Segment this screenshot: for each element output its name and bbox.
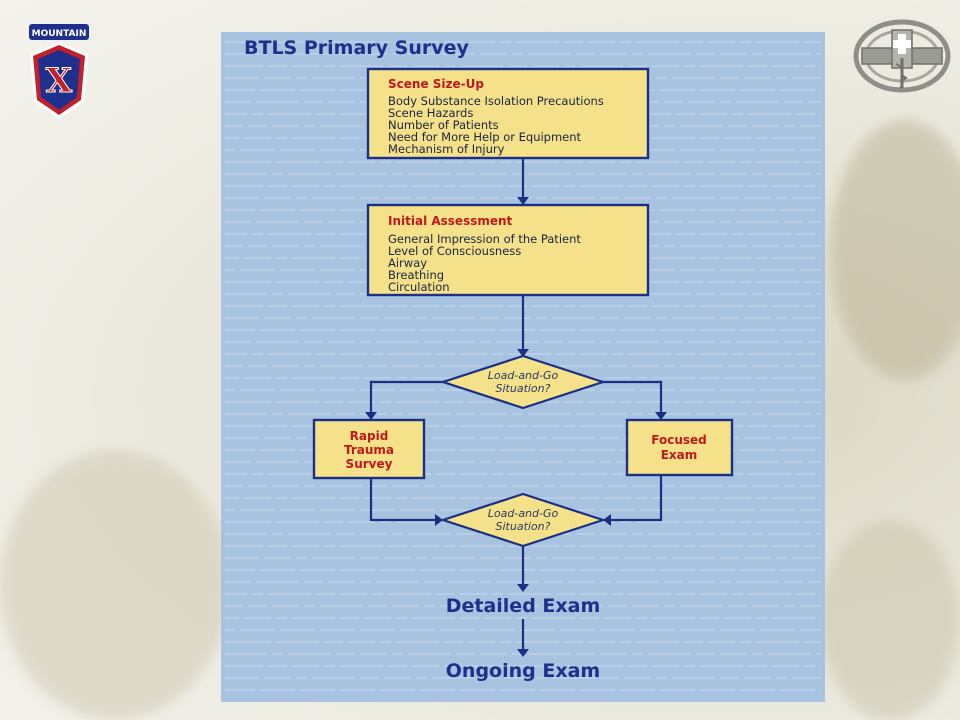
scene-sizeup-item: Scene Hazards bbox=[388, 106, 473, 120]
focused-exam-line: Exam bbox=[661, 448, 698, 462]
background-texture bbox=[820, 520, 960, 720]
initial-assessment-box bbox=[366, 203, 650, 297]
initial-assessment-item: Airway bbox=[388, 256, 427, 270]
arrowhead bbox=[435, 514, 443, 526]
initial-assessment-item: Circulation bbox=[388, 280, 450, 294]
rapid-trauma-survey-box bbox=[312, 418, 426, 480]
branch-left-connector bbox=[369, 380, 443, 412]
branch-right-connector bbox=[603, 380, 663, 412]
rapid-to-decision-connector bbox=[369, 478, 435, 522]
rapid-trauma-line: Trauma bbox=[344, 443, 394, 457]
scene-sizeup-item: Number of Patients bbox=[388, 118, 499, 132]
arrowhead bbox=[517, 349, 529, 357]
mountain-division-logo: MOUNTAIN X bbox=[29, 24, 89, 119]
initial-assessment-title: Initial Assessment bbox=[388, 214, 513, 228]
scene-sizeup-title: Scene Size-Up bbox=[388, 77, 484, 91]
rapid-trauma-line: Survey bbox=[346, 457, 393, 471]
background-texture bbox=[830, 120, 960, 380]
combat-medical-badge-icon bbox=[853, 19, 951, 93]
arrowhead bbox=[365, 412, 377, 420]
logo-emblem-numerals: X bbox=[46, 61, 73, 101]
arrowhead bbox=[517, 649, 529, 657]
detailed-exam-label: Detailed Exam bbox=[446, 595, 601, 617]
flowchart: BTLS Primary Survey Scene Size-Up Body S… bbox=[225, 37, 821, 691]
rapid-trauma-line: Rapid bbox=[350, 429, 389, 443]
arrowhead bbox=[517, 584, 529, 592]
arrowhead bbox=[655, 412, 667, 420]
initial-assessment-item: General Impression of the Patient bbox=[388, 232, 581, 246]
focused-to-decision-connector bbox=[611, 475, 663, 522]
decision-2-line: Load-and-Go bbox=[488, 507, 559, 520]
scene-sizeup-item: Need for More Help or Equipment bbox=[388, 130, 582, 144]
decision-load-and-go-1 bbox=[439, 354, 607, 410]
scene-sizeup-box bbox=[366, 67, 650, 160]
focused-exam-line: Focused bbox=[651, 433, 706, 447]
decision-1-line: Load-and-Go bbox=[488, 369, 559, 382]
initial-assessment-item: Level of Consciousness bbox=[388, 244, 521, 258]
focused-exam-box bbox=[625, 418, 734, 477]
background-texture bbox=[0, 450, 230, 720]
scene-sizeup-item: Body Substance Isolation Precautions bbox=[388, 94, 604, 108]
decision-2-line: Situation? bbox=[496, 520, 551, 533]
initial-assessment-item: Breathing bbox=[388, 268, 444, 282]
decision-1-line: Situation? bbox=[496, 382, 551, 395]
logo-mountain-text: MOUNTAIN bbox=[32, 29, 87, 39]
arrowhead bbox=[603, 514, 611, 526]
flowchart-panel: BTLS Primary Survey Scene Size-Up Body S… bbox=[221, 32, 825, 702]
diagram-title: BTLS Primary Survey bbox=[244, 37, 469, 59]
arrowhead bbox=[517, 197, 529, 205]
scene-sizeup-item: Mechanism of Injury bbox=[388, 142, 505, 156]
ongoing-exam-label: Ongoing Exam bbox=[446, 660, 600, 682]
